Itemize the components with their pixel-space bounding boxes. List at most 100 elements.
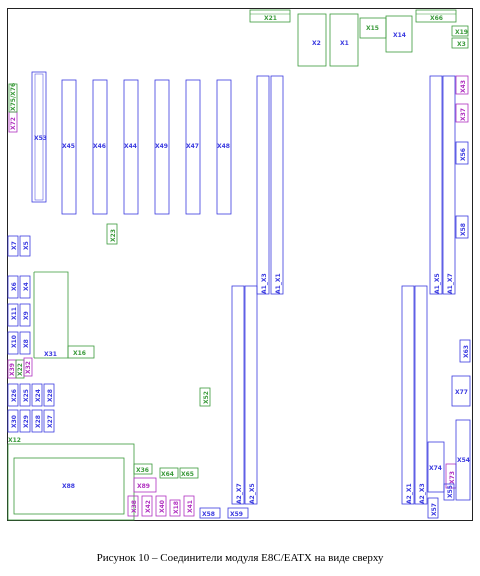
- label-x77: X77: [455, 389, 468, 396]
- label-x28: X28: [47, 389, 54, 402]
- label-x40: X40: [159, 500, 166, 513]
- label-x65: X65: [181, 471, 194, 478]
- label-x10: X10: [11, 335, 18, 348]
- label-x2: X2: [312, 40, 321, 47]
- label-x38: X38: [131, 500, 138, 513]
- connector-x37: X37: [455, 103, 469, 123]
- label-x7: X7: [11, 241, 18, 250]
- label-x39: X39: [9, 363, 16, 376]
- label-x64: X64: [161, 471, 174, 478]
- label-x74: X74: [429, 465, 442, 472]
- label-x52: X52: [203, 391, 210, 404]
- slot-a1-x5: A1_X5: [429, 75, 443, 295]
- slot-x44: X44: [123, 79, 139, 215]
- connector-x36: X36: [133, 463, 153, 475]
- connector-x30: X30: [7, 409, 19, 433]
- label-x31: X31: [44, 351, 57, 358]
- label-x1: X1: [340, 40, 349, 47]
- connector-x54: X54: [455, 419, 471, 501]
- connector-x6: X6: [7, 275, 19, 299]
- connector-x32: X32: [23, 357, 33, 377]
- connector-x12: X12: [7, 437, 135, 521]
- connector-x28: X28: [43, 383, 55, 407]
- connector-x7: X7: [7, 235, 19, 257]
- label-x75-x76: X75/X76: [10, 83, 17, 111]
- connector-x28b: X28: [31, 409, 43, 433]
- label-x89: X89: [137, 483, 150, 490]
- connector-x89: X89: [133, 477, 157, 493]
- connector-x18: X18: [169, 499, 181, 517]
- label-x9: X9: [23, 311, 30, 320]
- connector-x24: X24: [31, 383, 43, 407]
- figure-caption: Рисунок 10 – Соединители модуля E8C/EATX…: [96, 552, 384, 564]
- label-x28b: X28: [35, 415, 42, 428]
- label-x63: X63: [463, 345, 470, 358]
- label-a2-x3: A2_X3: [419, 483, 426, 504]
- slot-a2-x3: A2_X3: [414, 285, 428, 505]
- connector-x27: X27: [43, 409, 55, 433]
- label-x24: X24: [35, 389, 42, 402]
- label-x16: X16: [73, 350, 86, 357]
- label-x55: X55: [447, 485, 454, 498]
- connector-x43: X43: [455, 75, 469, 95]
- connector-x72: X72: [8, 111, 18, 133]
- connector-x39: X39: [7, 359, 17, 379]
- label-x59: X59: [230, 511, 243, 518]
- connector-x16: X16: [67, 345, 95, 359]
- label-a2-x1: A2_X1: [406, 483, 413, 504]
- label-x45: X45: [62, 143, 75, 150]
- connector-x88: X88: [13, 457, 125, 515]
- label-x54: X54: [457, 457, 470, 464]
- connector-x25: X25: [19, 383, 31, 407]
- label-x29: X29: [23, 415, 30, 428]
- label-x46: X46: [93, 143, 106, 150]
- label-x27: X27: [47, 415, 54, 428]
- connector-x1: X1: [329, 13, 359, 67]
- connector-x65: X65: [179, 467, 199, 479]
- label-x44: X44: [124, 143, 137, 150]
- label-x58: X58: [460, 223, 467, 236]
- connector-x53: X53: [31, 71, 47, 203]
- slot-x49: X49: [154, 79, 170, 215]
- label-x22: X22: [17, 363, 24, 376]
- label-a1-x1: A1_X1: [275, 273, 282, 294]
- label-x3: X3: [457, 41, 466, 48]
- label-x4: X4: [23, 282, 30, 291]
- label-x37: X37: [460, 108, 467, 121]
- label-x58b: X58: [202, 511, 215, 518]
- connector-x64: X64: [159, 467, 179, 479]
- connector-x23: X23: [106, 223, 118, 245]
- label-x14: X14: [393, 32, 406, 39]
- label-x15: X15: [366, 25, 379, 32]
- connector-x77: X77: [451, 375, 471, 407]
- slot-a1-x7: A1_X7: [442, 75, 456, 295]
- board-outline: [7, 8, 473, 521]
- slot-a1-x1: A1_X1: [270, 75, 284, 295]
- label-x56: X56: [460, 148, 467, 161]
- label-x23: X23: [110, 229, 117, 242]
- label-x49: X49: [155, 143, 168, 150]
- slot-a2-x5: A2_X5: [244, 285, 258, 505]
- label-x66: X66: [430, 15, 443, 22]
- label-x36: X36: [136, 467, 149, 474]
- connector-x4: X4: [19, 275, 31, 299]
- connector-x66: X66: [415, 9, 457, 23]
- label-x47: X47: [186, 143, 199, 150]
- label-x88: X88: [62, 483, 75, 490]
- connector-x57: X57: [427, 497, 439, 519]
- label-x26: X26: [11, 389, 18, 402]
- label-x73: X73: [449, 471, 456, 484]
- label-x19: X19: [455, 29, 468, 36]
- connector-x59: X59: [227, 507, 249, 519]
- label-a1-x7: A1_X7: [447, 273, 454, 294]
- slot-x47: X47: [185, 79, 201, 215]
- connector-x41: X41: [183, 495, 195, 517]
- connector-x26: X26: [7, 383, 19, 407]
- connector-x56: X56: [455, 141, 469, 165]
- label-x32: X32: [25, 361, 32, 374]
- slot-x48: X48: [216, 79, 232, 215]
- connector-x3: X3: [451, 37, 469, 49]
- slot-x45: X45: [61, 79, 77, 215]
- connector-x5: X5: [19, 235, 31, 257]
